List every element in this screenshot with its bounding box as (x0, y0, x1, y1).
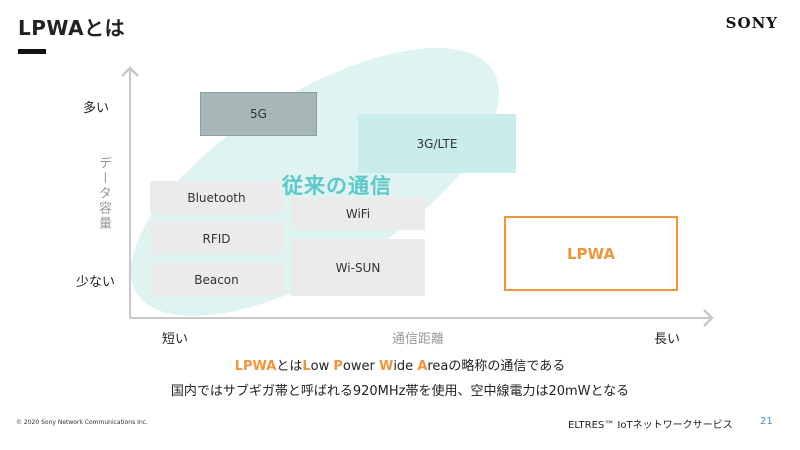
page-title: LPWAとは (18, 16, 126, 40)
note-part: LPWA (234, 359, 277, 374)
box-3g-lte: 3G/LTE (358, 114, 516, 173)
note-frequency: 国内ではサブギガ帯と呼ばれる920MHz帯を使用、空中線電力は20mWとなる (170, 384, 630, 399)
x-short-label: 短い (162, 332, 189, 347)
note-part: ower (342, 359, 379, 374)
note-part: W (378, 359, 394, 374)
note-part: P (333, 359, 343, 374)
y-axis-title: データ容量 (96, 156, 111, 231)
x-axis-title: 通信距離 (392, 332, 445, 347)
box-bluetooth: Bluetooth (150, 181, 283, 214)
note-part: ow (310, 359, 334, 374)
box-rfid: RFID (150, 222, 283, 255)
note-part: reaの略称の通信である (427, 359, 566, 374)
box-wifi: WiFi (291, 197, 425, 230)
conventional-label: 従来の通信 (282, 174, 392, 198)
y-high-label: 多い (83, 101, 110, 116)
footer-service: ELTRES™ IoTネットワークサービス (568, 420, 733, 431)
box-beacon: Beacon (150, 263, 283, 296)
box-wi-sun: Wi-SUN (291, 239, 425, 296)
sony-logo: SONY (725, 14, 778, 32)
copyright: © 2020 Sony Network Communications Inc. (16, 419, 148, 426)
title-underline (18, 49, 46, 54)
note-part: とは (276, 359, 303, 374)
note-part: ide (393, 359, 418, 374)
y-low-label: 少ない (76, 275, 116, 290)
box-5g: 5G (200, 92, 317, 136)
note-part: L (302, 359, 311, 374)
box-lpwa: LPWA (504, 216, 678, 291)
page-number: 21 (760, 416, 773, 427)
x-long-label: 長い (654, 332, 681, 347)
note-lpwa-definition: LPWAとはLow Power Wide Areaの略称の通信である (0, 355, 800, 374)
note-part: A (417, 359, 428, 374)
